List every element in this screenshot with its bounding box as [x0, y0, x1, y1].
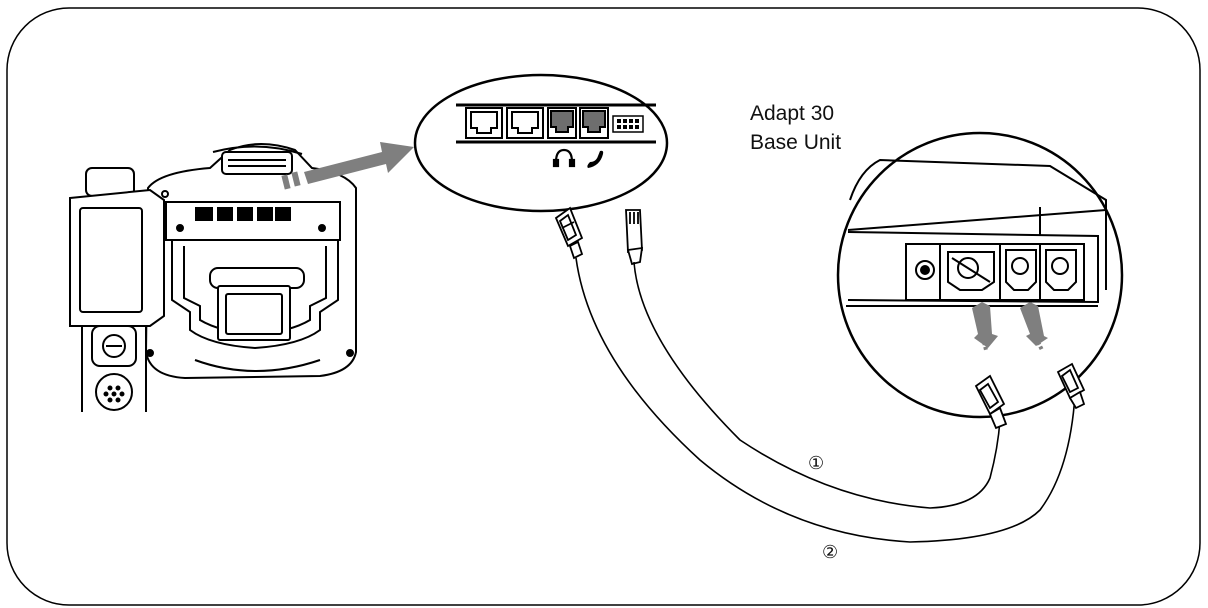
- base-unit-zoom-circle: [838, 133, 1122, 417]
- handset-illustration: [70, 168, 164, 412]
- base-unit-label: Adapt 30 Base Unit: [750, 99, 841, 157]
- rj-plug-headset: [556, 208, 582, 258]
- base-unit-label-line2: Base Unit: [750, 128, 841, 157]
- base-unit-label-line1: Adapt 30: [750, 99, 841, 128]
- step-1-marker: ①: [808, 453, 824, 474]
- rj-plug-handset: [626, 210, 642, 264]
- step-2-marker: ②: [822, 542, 838, 563]
- port-zoom-oval: [415, 75, 667, 211]
